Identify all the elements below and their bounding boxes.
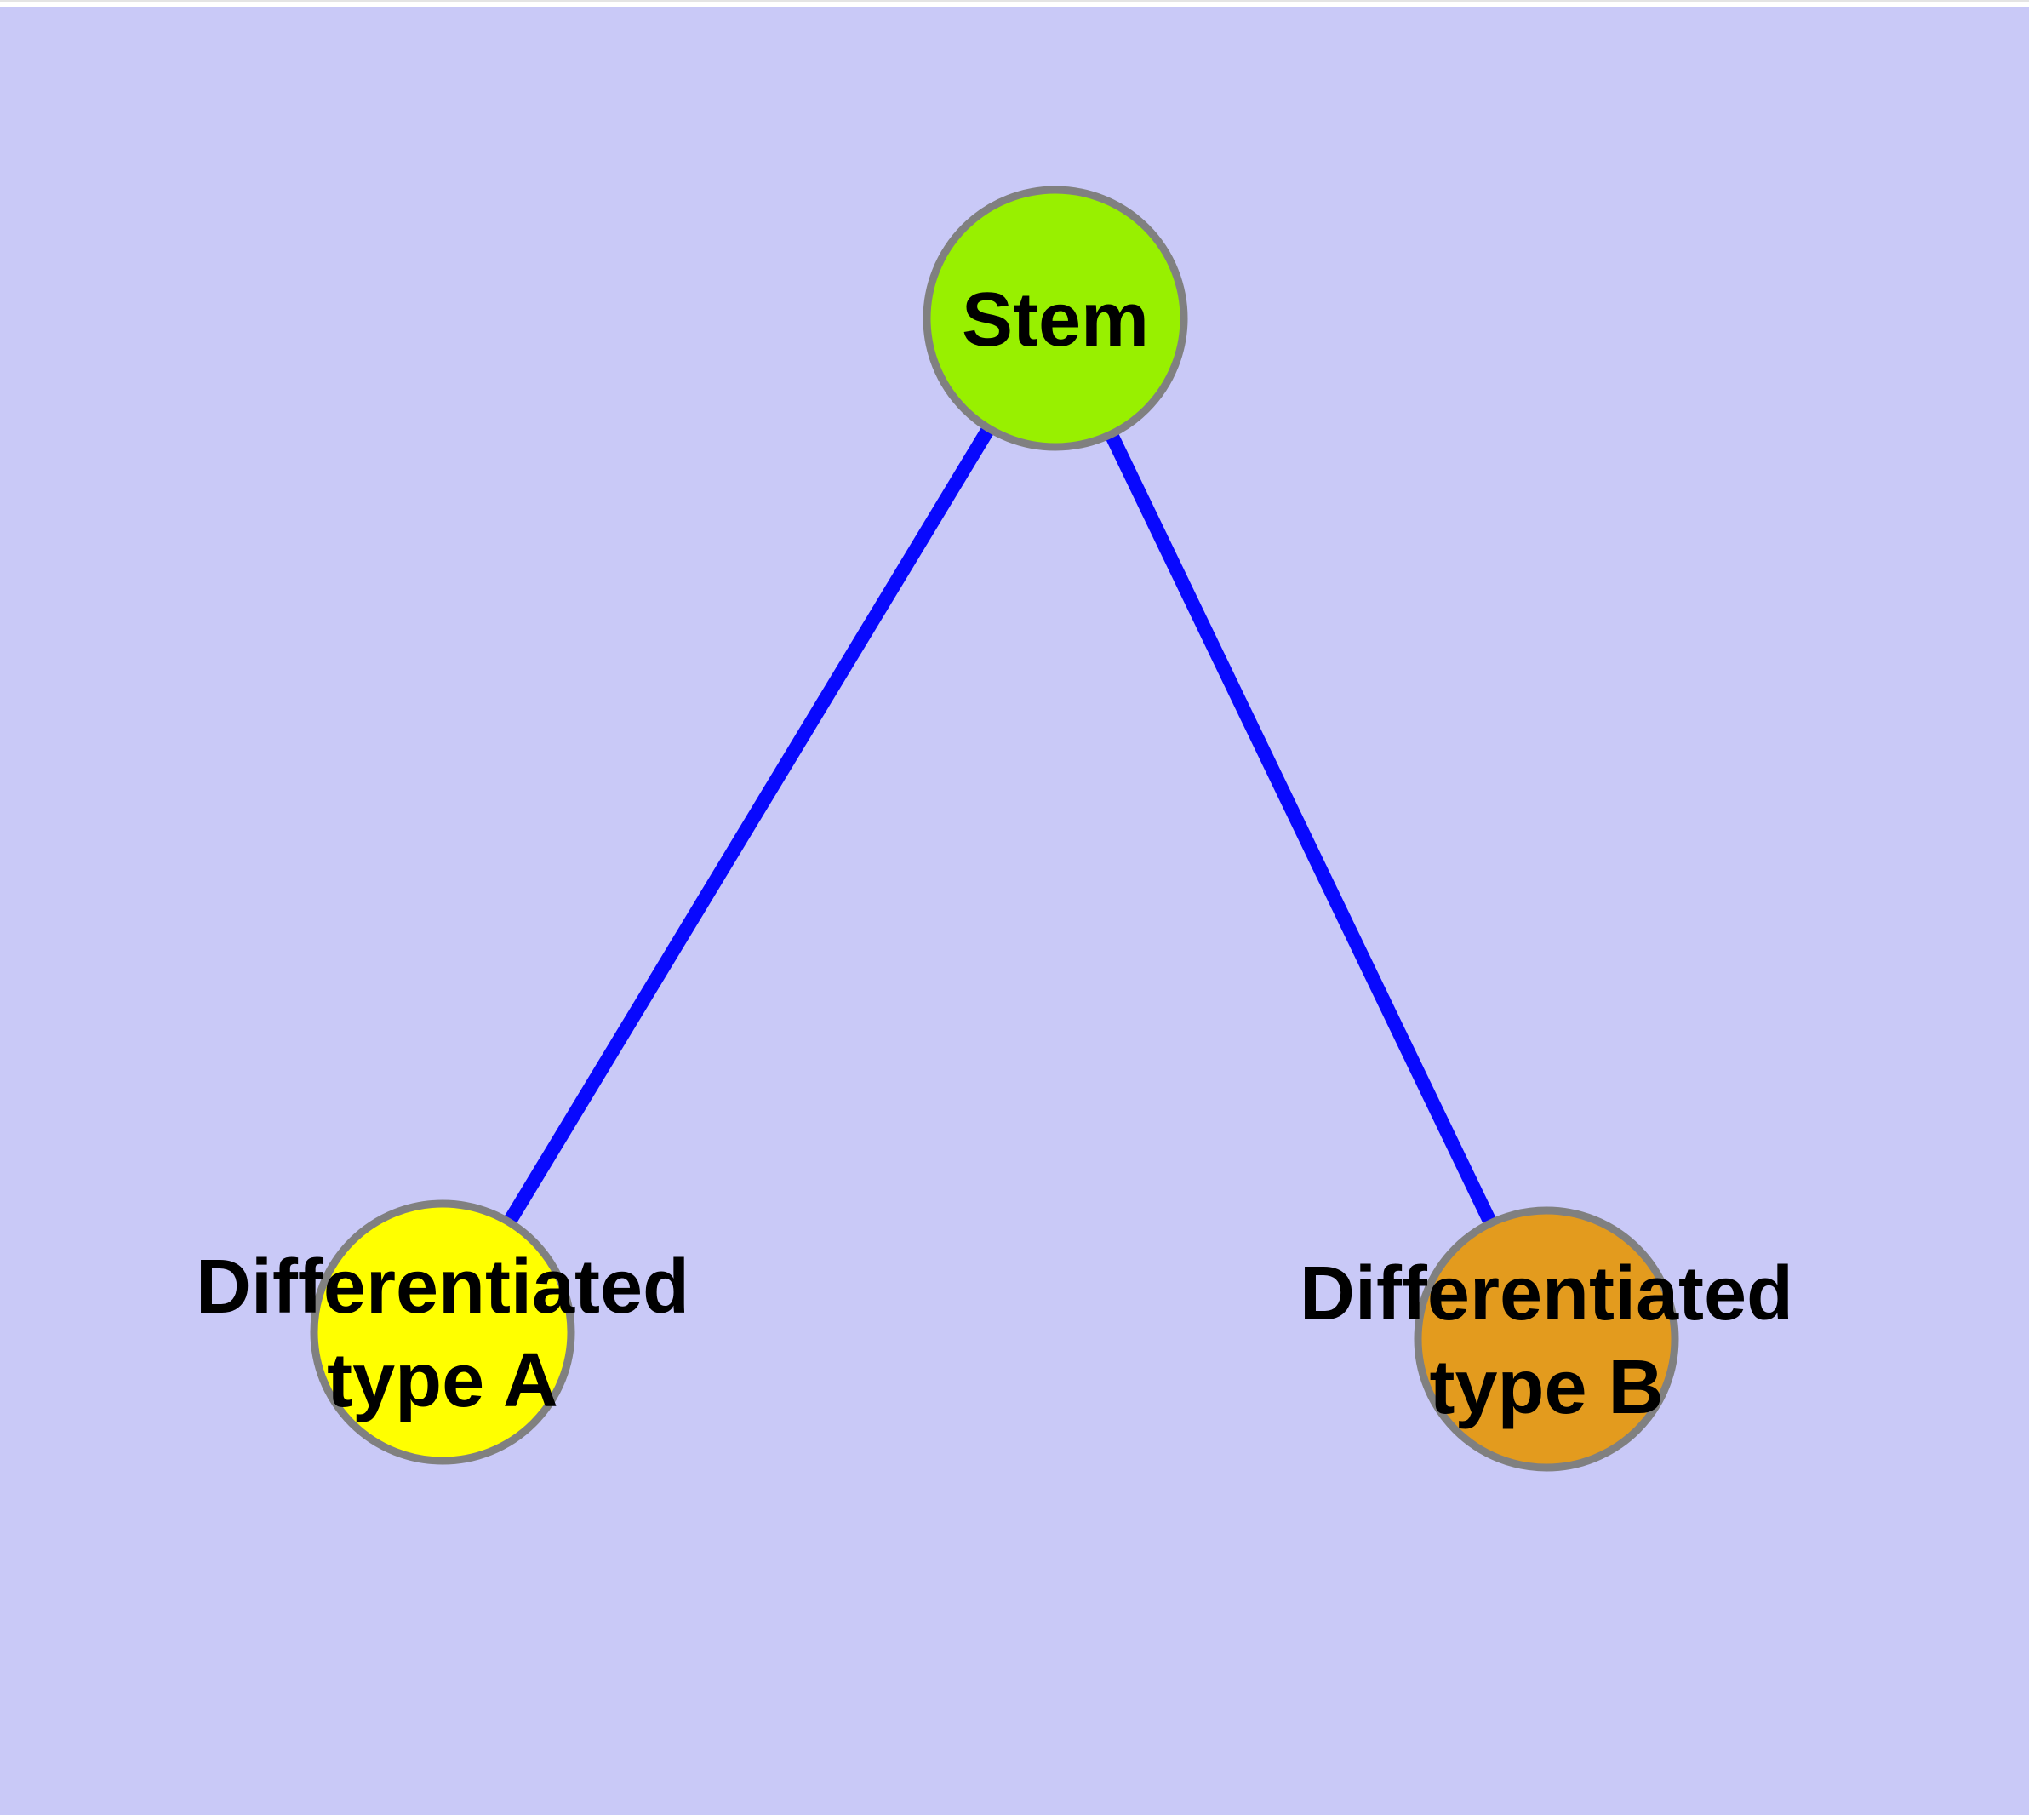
node-differentiated-type-b (1414, 1206, 1679, 1472)
node-type-a-label-line1: Differentiated (196, 1245, 689, 1330)
edge-stem-to-type-b (1049, 315, 1553, 1342)
node-type-b-label-line1: Differentiated (1300, 1251, 1793, 1336)
node-type-b-label-line2: type B (1429, 1345, 1663, 1430)
label-layer: Stem Differentiated type A Differentiate… (196, 278, 1793, 1430)
node-stem (923, 186, 1188, 451)
node-type-a-label-line2: type A (327, 1338, 558, 1423)
edge-layer (436, 314, 1553, 1342)
node-stem-label: Stem (962, 278, 1149, 363)
node-layer (310, 186, 1679, 1472)
node-differentiated-type-a (310, 1199, 575, 1465)
edge-stem-to-type-a (436, 314, 1062, 1336)
top-hairline (0, 0, 2029, 2)
